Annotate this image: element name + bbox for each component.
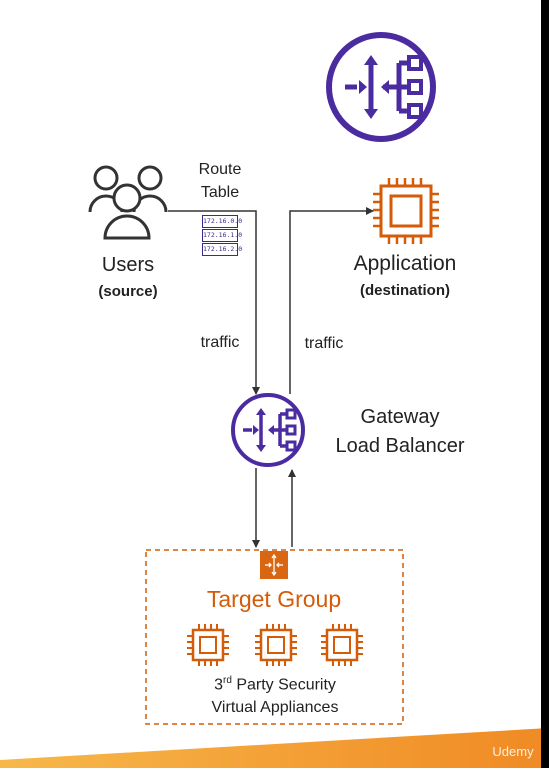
route-table-entry: 172.16.1.0 — [202, 229, 242, 242]
target-group-title: Target Group — [206, 586, 342, 612]
traffic-path-up — [289, 207, 374, 394]
application-subtitle: (destination) — [360, 282, 450, 299]
route-table-entry: 172.16.0.0 — [202, 215, 242, 228]
target-group-desc-line1: 3rd Party Security — [214, 675, 336, 694]
appliance-chip-icon-3 — [321, 624, 363, 666]
route-table-title-line1: Route — [198, 161, 242, 178]
users-title: Users — [101, 254, 155, 276]
glb-title-line1: Gateway — [360, 406, 440, 428]
application-title: Application — [353, 252, 457, 275]
appliance-chip-icon-2 — [255, 624, 297, 666]
footer-band — [0, 728, 549, 768]
gateway-load-balancer-icon — [326, 32, 436, 142]
watermark: Udemy — [492, 744, 534, 759]
traffic-path-down — [168, 210, 260, 395]
traffic-label-up: traffic — [304, 335, 344, 352]
target-group-icon — [260, 551, 288, 579]
route-table-entry: 172.16.2.0 — [202, 243, 242, 256]
target-group-box — [145, 549, 404, 725]
appliance-chip-icon-1 — [187, 624, 229, 666]
chip-icon — [373, 178, 439, 244]
target-group-desc-line2: Virtual Appliances — [211, 699, 339, 716]
users-group-icon — [88, 165, 168, 240]
glb-title-line2: Load Balancer — [335, 435, 465, 457]
users-subtitle: (source) — [98, 283, 158, 300]
gateway-load-balancer-small-icon — [231, 393, 305, 467]
route-table-title-line2: Table — [200, 184, 240, 201]
traffic-label-down: traffic — [200, 334, 240, 351]
right-edge-border — [541, 0, 549, 768]
